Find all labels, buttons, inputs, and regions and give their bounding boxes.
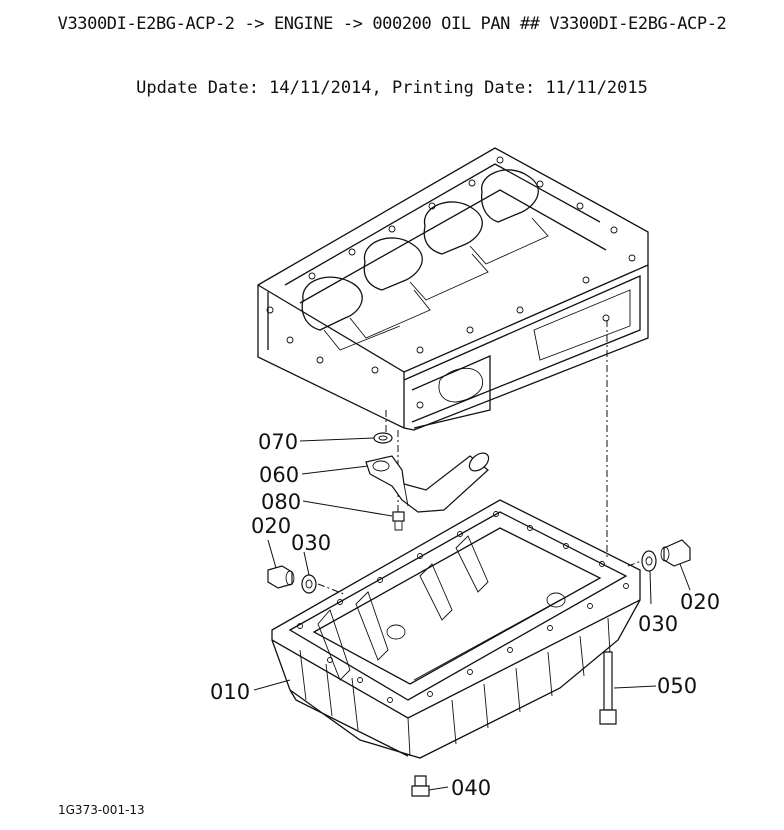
callout-010: 010: [210, 680, 250, 704]
strainer-bolt-illustration: [392, 511, 405, 531]
oil-strainer-illustration: [365, 452, 490, 513]
leader-020-right: [679, 563, 691, 591]
leader-070: [299, 437, 375, 442]
leader-010: [253, 679, 291, 691]
callout-030-left: 030: [291, 531, 331, 555]
left-gasket-illustration: [301, 574, 317, 594]
callout-040: 040: [451, 776, 491, 800]
callout-050: 050: [657, 674, 697, 698]
leader-040: [428, 786, 449, 791]
callout-070: 070: [258, 430, 298, 454]
update-printing-dates: Update Date: 14/11/2014, Printing Date: …: [136, 78, 648, 98]
callout-020-right: 020: [680, 590, 720, 614]
crankcase-block-illustration: [257, 147, 649, 431]
callout-080: 080: [261, 490, 301, 514]
leader-030-right: [649, 570, 652, 605]
o-ring-illustration: [373, 432, 393, 444]
right-gasket-illustration: [641, 550, 657, 572]
bottom-bolt-illustration: [411, 775, 430, 797]
callout-020-left: 020: [251, 514, 291, 538]
alignment-line-drain-left: [317, 583, 345, 595]
leader-050: [613, 685, 657, 689]
callout-060: 060: [259, 463, 299, 487]
page-title: V3300DI-E2BG-ACP-2 -> ENGINE -> 000200 O…: [57, 14, 727, 34]
oil-pan-illustration: [271, 499, 641, 759]
leader-020-left: [267, 539, 277, 569]
pan-bolt-illustration: [599, 651, 617, 725]
leader-030-left: [303, 551, 310, 576]
drawing-reference-number: 1G373-001-13: [58, 803, 145, 817]
leader-080: [302, 500, 393, 517]
left-drain-plug-illustration: [267, 565, 295, 589]
callout-030-right: 030: [638, 612, 678, 636]
right-drain-plug-illustration: [660, 539, 691, 567]
leader-060: [301, 465, 369, 475]
